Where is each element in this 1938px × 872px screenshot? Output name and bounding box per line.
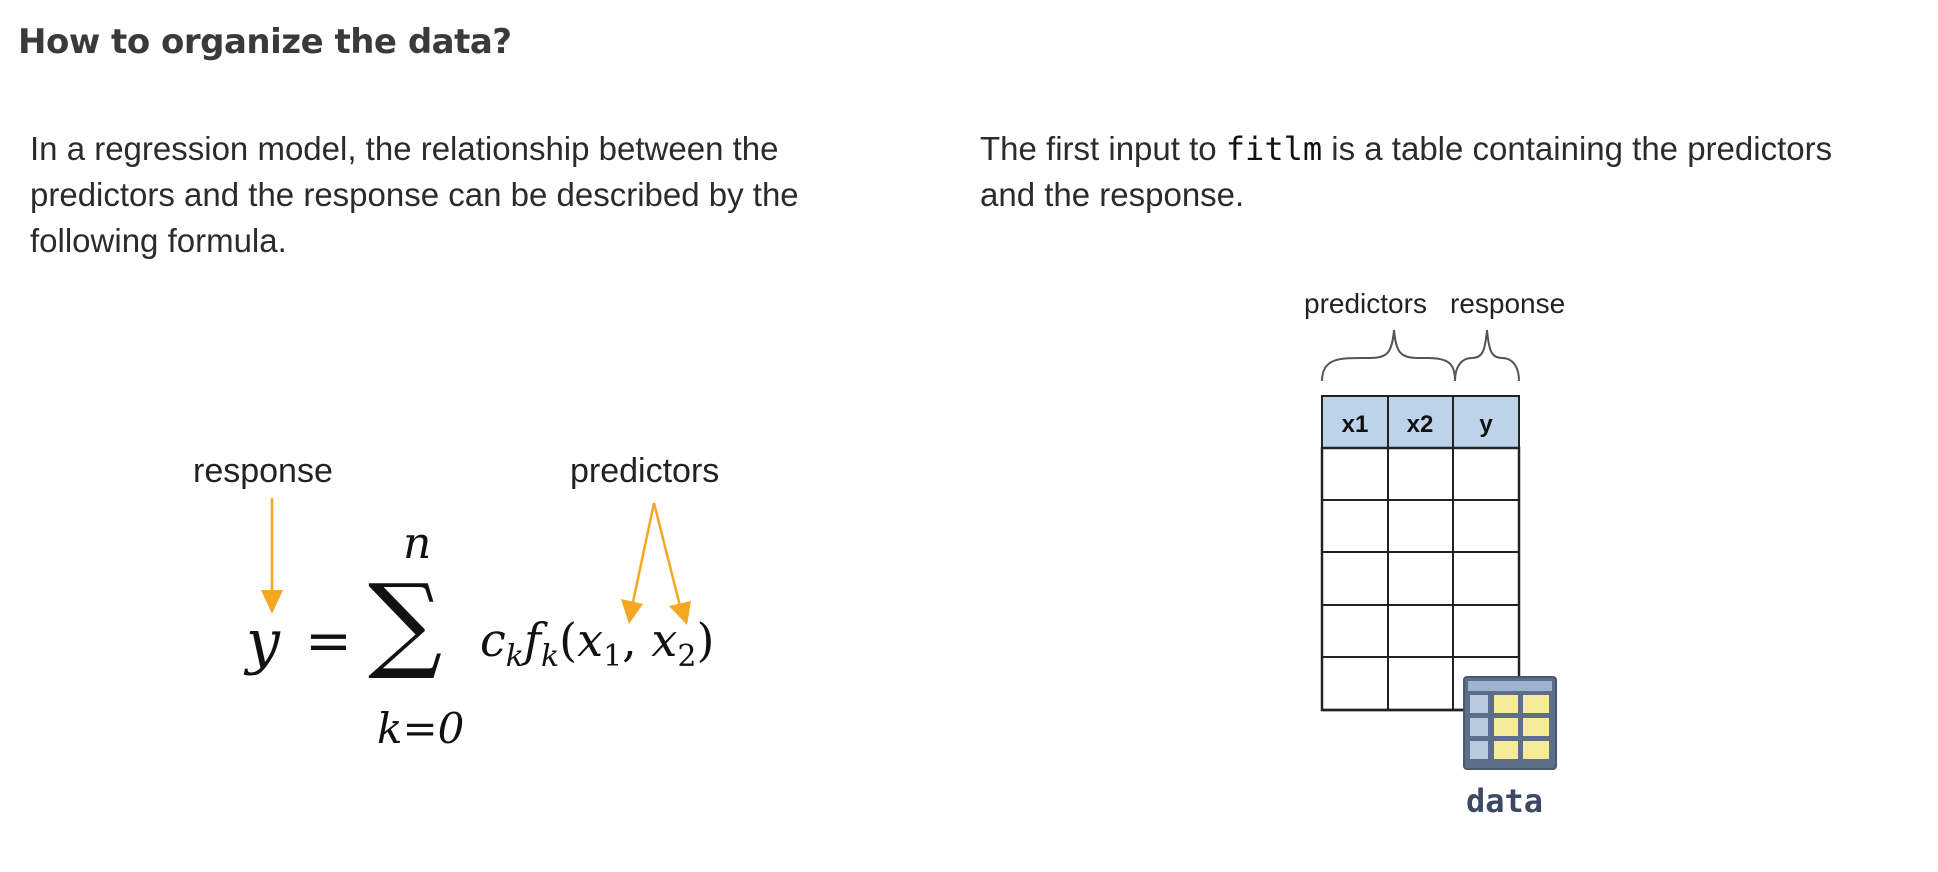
predictor-arrowhead-right — [669, 601, 691, 625]
right-description-after: is a table containing the predictors and… — [980, 130, 1833, 213]
term-c-sub: k — [505, 639, 524, 675]
table-data-icon — [1463, 676, 1557, 770]
brace-label-response: response — [1450, 288, 1566, 319]
predictor-arrowhead-left — [621, 599, 643, 624]
table-header-y: y — [1479, 411, 1493, 438]
formula-equals: = — [305, 609, 352, 674]
paren-close: ) — [696, 613, 715, 667]
sum-upper-limit: n — [403, 518, 432, 569]
fitlm-code: fitlm — [1225, 130, 1323, 168]
predictors-brace — [1321, 329, 1456, 382]
term-x2: x — [651, 613, 678, 667]
term-f-sub: k — [540, 639, 560, 675]
formula-term: ckfk(x1, x2) — [480, 613, 714, 674]
predictors-label: predictors — [570, 452, 720, 490]
right-description-before: The first input to — [980, 130, 1226, 167]
response-brace — [1454, 329, 1520, 382]
comma: , — [622, 613, 637, 667]
sum-lower-limit: k=0 — [377, 704, 465, 753]
table-body — [1320, 446, 1521, 712]
table-header-x2: x2 — [1407, 411, 1434, 438]
table-header-row — [1321, 395, 1520, 449]
data-label: data — [1466, 782, 1544, 820]
sum-sigma: ∑ — [368, 561, 443, 683]
response-label: response — [193, 452, 333, 490]
predictor-arrow-line-right — [652, 502, 682, 607]
brace-label-predictors: predictors — [1304, 288, 1427, 319]
page-title: How to organize the data? — [18, 22, 512, 62]
term-x1-sub: 1 — [603, 639, 623, 675]
formula-lhs: y — [246, 607, 280, 677]
term-f: f — [523, 613, 541, 667]
predictor-arrow-line-left — [631, 502, 656, 603]
table-header-x1: x1 — [1342, 411, 1369, 438]
paren-open: ( — [559, 613, 578, 667]
term-c: c — [480, 613, 506, 667]
term-x2-sub: 2 — [677, 639, 697, 675]
right-description: The first input to fitlm is a table cont… — [980, 126, 1880, 218]
term-x1: x — [577, 613, 604, 667]
left-description: In a regression model, the relationship … — [30, 130, 799, 259]
response-arrowhead — [261, 590, 283, 614]
